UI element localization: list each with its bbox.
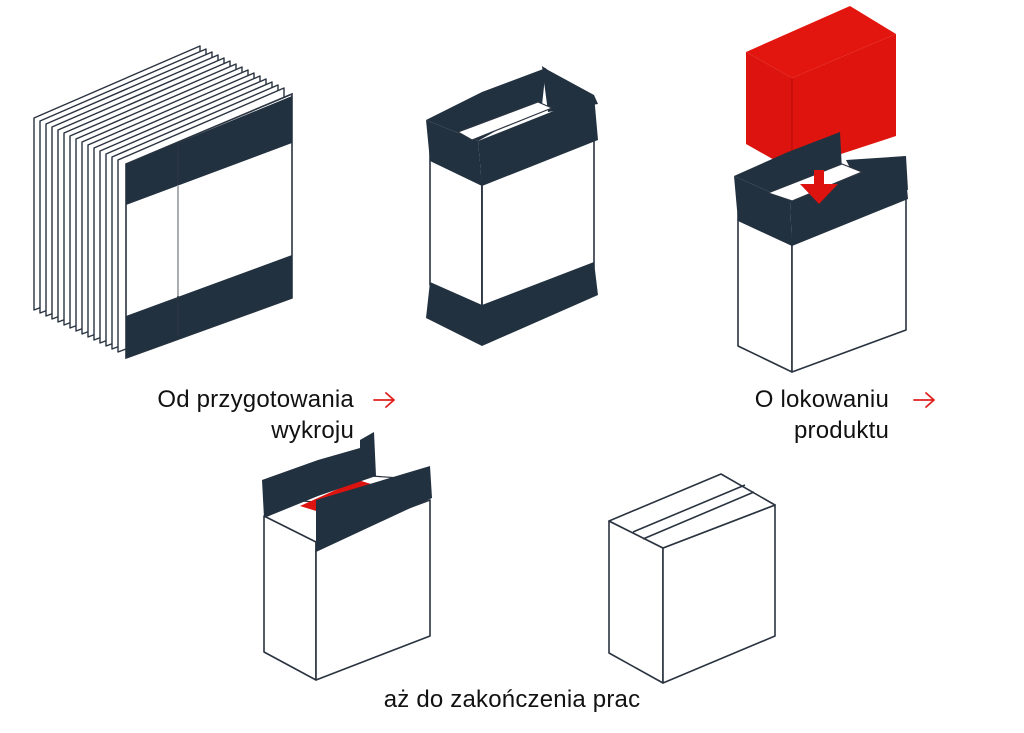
caption-line: wykroju (271, 417, 354, 444)
step-caption-completion: aż do zakończenia prac (300, 684, 724, 715)
arrow-right-icon (373, 392, 395, 408)
caption-line: produktu (794, 417, 889, 444)
filled-box-closing (262, 432, 432, 681)
insert-down-arrow-icon (800, 170, 838, 204)
caption-line: O lokowaniu (754, 386, 889, 413)
caption-line: aż do zakończenia prac (383, 686, 641, 713)
product-block (746, 6, 896, 170)
open-box-sleeve (426, 66, 598, 346)
caption-line: Od przygotowania (157, 386, 354, 413)
step-caption-blank-preparation: Od przygotowania wykroju (60, 384, 354, 446)
arrow-right-icon (913, 392, 935, 408)
front-blank (125, 92, 293, 360)
open-box-with-flaps (734, 132, 908, 373)
step-caption-product-placement: O lokowaniu produktu (660, 384, 889, 446)
closed-box (608, 473, 776, 684)
